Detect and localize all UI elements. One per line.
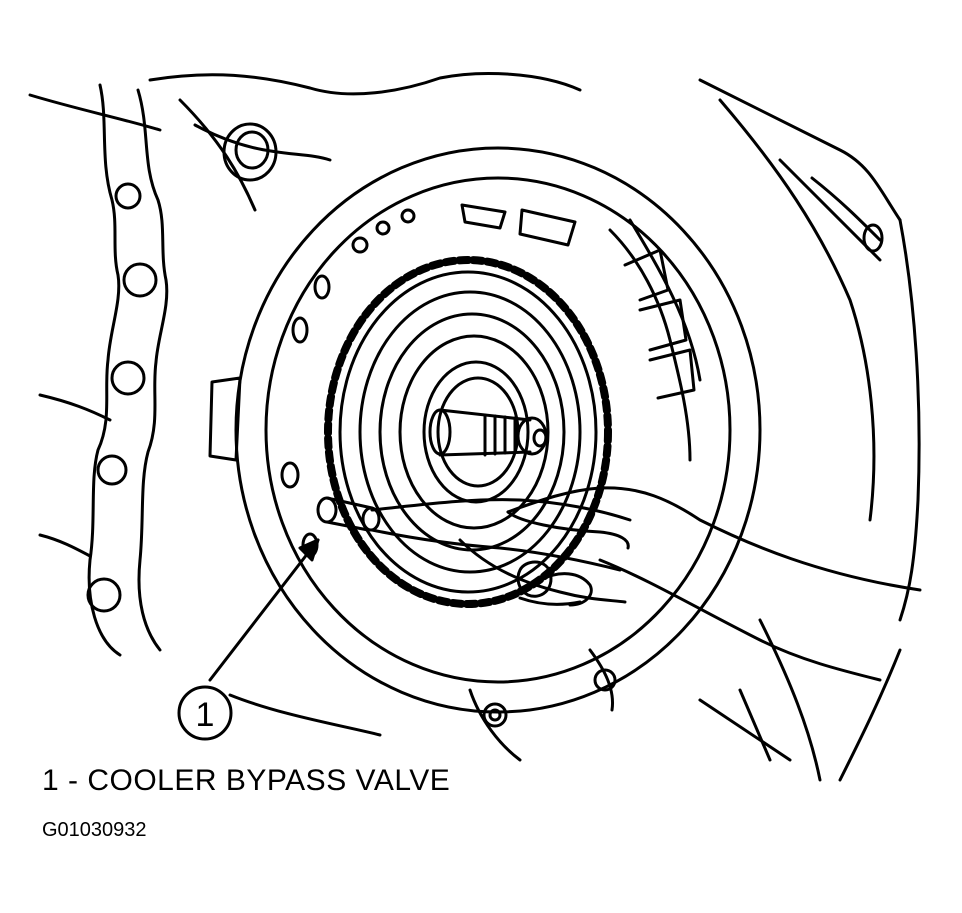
hand (506, 486, 922, 682)
case-right (698, 78, 921, 782)
case-body (28, 72, 617, 762)
callout-1-number: 1 (196, 696, 215, 734)
pliers (370, 498, 632, 604)
case-flange (86, 83, 169, 657)
input-shaft (428, 408, 548, 457)
callout-1: 1 (177, 685, 233, 741)
housing-cutaway (608, 218, 702, 462)
figure-id: G01030932 (42, 819, 147, 841)
ring-gear (324, 256, 612, 608)
callout-leader-arrow (208, 538, 320, 682)
legend-caption: 1 - COOLER BYPASS VALVE (42, 764, 451, 797)
